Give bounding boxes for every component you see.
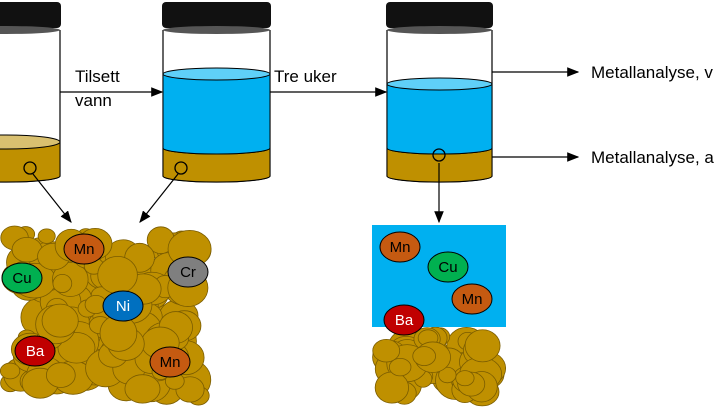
ion-mn: Mn [379,231,421,263]
ion-label: Cu [12,270,31,287]
sediment-grain [374,371,409,404]
sediment-grain [45,362,76,388]
zoom-line-jar2 [139,173,179,223]
ion-cu: Cu [427,251,469,283]
sediment-grain [372,338,401,363]
ion-mn: Mn [63,233,105,265]
ion-mn: Mn [451,283,493,315]
ion-label: Cr [180,264,196,281]
sediment-grain [52,273,73,293]
ion-ba: Ba [383,304,425,336]
sediment-grain [41,303,79,338]
ion-label: Mn [462,291,483,308]
step2-label: Tre uker [274,67,337,86]
sediment-grain [97,256,138,294]
sediment-grain [455,370,475,387]
sample-marker [432,148,446,162]
sample-marker [23,161,37,175]
sediment-grain [37,228,56,244]
ion-label: Ni [116,298,130,315]
jar-lid [162,2,271,28]
sediment-grain [0,362,21,380]
sediment-grain [464,329,501,363]
ion-cr: Cr [167,256,209,288]
ion-cu: Cu [1,262,43,294]
ion-label: Ba [26,343,45,360]
sediment-grain [412,346,436,367]
ion-label: Ba [395,312,414,329]
jar-lid [0,2,61,28]
water-layer [386,84,493,155]
jar-dry-sediment [0,2,61,183]
jar-water-added [162,2,271,183]
ion-label: Mn [74,241,95,258]
water-analysis-label: Metallanalyse, v [591,63,713,82]
sediment-grain [388,357,412,377]
ion-label: Mn [390,239,411,256]
sample-marker [174,161,188,175]
step1-label-line1: Tilsett [75,67,120,86]
ion-ni: Ni [102,290,144,322]
step1-label-line2: vann [75,91,112,110]
water-layer [162,74,271,155]
sediment-grain [124,374,161,404]
ion-mn: Mn [149,346,191,378]
jar-after-three-weeks [386,2,493,183]
jar-lid [386,2,493,28]
ion-label: Mn [160,354,181,371]
ion-ba: Ba [14,335,56,367]
zoom-line-jar1 [32,173,72,223]
ion-label: Cu [438,259,457,276]
sediment-analysis-label: Metallanalyse, a [591,148,714,167]
